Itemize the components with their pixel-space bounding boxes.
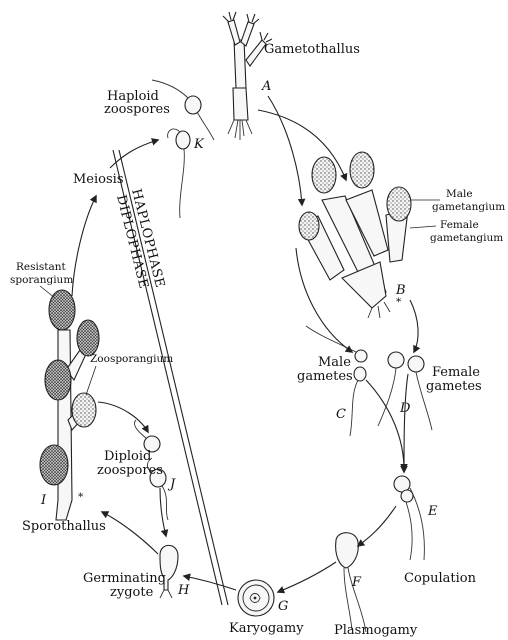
arrow-h-to-i bbox=[100, 511, 159, 555]
male-gametangium-label-1: Male bbox=[446, 188, 473, 200]
copulation-label: Copulation bbox=[404, 571, 477, 586]
sporothallus-drawing bbox=[39, 289, 100, 521]
female-gametangium-label-1: Female bbox=[440, 219, 479, 231]
phase-divider bbox=[112, 149, 229, 606]
gametangia-drawing bbox=[298, 151, 412, 319]
resistant-sporangium-label-1: Resistant bbox=[16, 261, 66, 273]
label-c: C bbox=[336, 407, 346, 422]
germinating-zygote-drawing bbox=[159, 544, 179, 599]
label-h: H bbox=[177, 583, 190, 598]
arrow-i-to-meiosis bbox=[71, 194, 97, 297]
label-j: J bbox=[167, 477, 176, 492]
male-gametangium-label-2: gametangium bbox=[432, 201, 505, 213]
diploid-zoospores-drawing bbox=[134, 419, 169, 521]
arrow-f-to-g bbox=[276, 561, 337, 594]
male-gametes-label-2: gametes bbox=[297, 369, 353, 384]
label-a: A bbox=[261, 79, 271, 94]
female-gametes-label-1: Female bbox=[432, 365, 480, 380]
karyogamy-label: Karyogamy bbox=[229, 621, 304, 636]
haploid-zoospores-label-2: zoospores bbox=[104, 102, 170, 117]
arrow-a-to-b2 bbox=[267, 95, 306, 207]
haploid-zoospores-label-1: Haploid bbox=[107, 89, 159, 104]
resistant-sporangium-label-2: sporangium bbox=[10, 274, 73, 286]
arrow-c-to-e bbox=[365, 379, 408, 472]
male-gametes-label-1: Male bbox=[318, 355, 351, 370]
female-gametangium-label-2: gametangium bbox=[430, 232, 503, 244]
meiosis-label: Meiosis bbox=[73, 172, 124, 187]
germinating-zygote-label-1: Germinating bbox=[83, 571, 166, 586]
label-i: I bbox=[40, 493, 47, 508]
arrow-meiosis-to-k bbox=[109, 138, 160, 169]
label-f: F bbox=[351, 575, 362, 590]
gametothallus-drawing bbox=[222, 11, 273, 140]
label-e: E bbox=[427, 504, 438, 519]
arrow-i-to-j bbox=[97, 401, 149, 434]
diploid-zoospores-label-2: zoospores bbox=[97, 463, 163, 478]
plasmogamy-drawing bbox=[335, 532, 367, 633]
arrow-g-to-h bbox=[182, 573, 237, 591]
karyogamy-drawing bbox=[237, 579, 275, 617]
arrow-b-to-d bbox=[409, 299, 421, 354]
label-g: G bbox=[278, 599, 288, 614]
diploid-zoospores-label-1: Diploid bbox=[104, 449, 151, 464]
haploid-zoospores-drawing bbox=[151, 79, 215, 219]
label-b: B bbox=[395, 283, 406, 298]
mark-i: * bbox=[78, 491, 84, 503]
mark-b: * bbox=[396, 296, 402, 308]
arrow-a-to-b bbox=[257, 109, 348, 182]
arrow-d-to-e bbox=[400, 373, 409, 474]
zoosporangium-label: Zoosporangium bbox=[90, 353, 173, 365]
gametothallus-label: Gametothallus bbox=[264, 42, 360, 57]
arrow-b-to-c bbox=[295, 247, 354, 353]
cycle-arrows bbox=[71, 95, 421, 594]
germinating-zygote-label-2: zygote bbox=[110, 585, 154, 600]
copulation-drawing bbox=[393, 475, 425, 561]
arrow-e-to-f bbox=[356, 505, 397, 547]
arrow-j-to-h bbox=[159, 487, 169, 538]
plasmogamy-label: Plasmogamy bbox=[334, 623, 418, 638]
label-k: K bbox=[193, 137, 205, 152]
female-gametes-label-2: gametes bbox=[426, 379, 482, 394]
sporothallus-label: Sporothallus bbox=[22, 519, 106, 534]
